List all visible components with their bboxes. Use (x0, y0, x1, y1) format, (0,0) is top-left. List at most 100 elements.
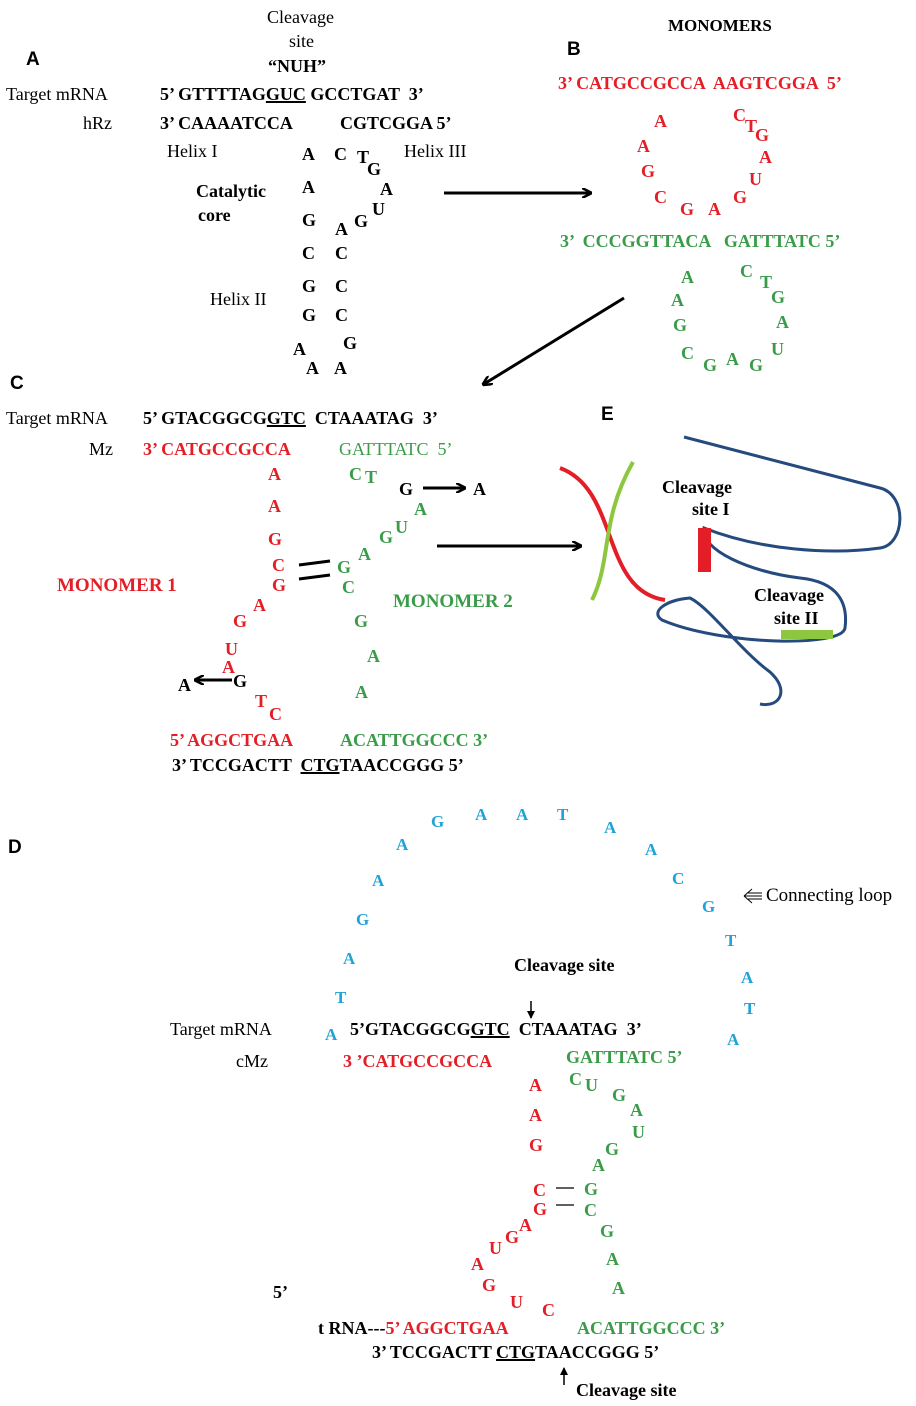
helix-2-label: Helix II (210, 289, 267, 309)
target-mrna-label: Target mRNA (6, 84, 108, 104)
nucleotide: A (612, 1278, 625, 1298)
nucleotide: A (475, 805, 488, 824)
nucleotide: T (725, 931, 737, 950)
nucleotide: G (755, 125, 770, 145)
nucleotide: C (335, 305, 348, 325)
panel-label-a: A (26, 49, 40, 70)
target-mrna-sequence: 5’GTACGGCGGTC CTAAATAG 3’ (350, 1019, 642, 1039)
cmz-red-sequence: 3 ’CATGCCGCCA (343, 1051, 493, 1071)
cleavage-site-label: Cleavage (267, 7, 334, 27)
mz-label: Mz (89, 439, 113, 459)
nucleotide: U (372, 199, 385, 219)
nucleotide: C (533, 1180, 546, 1200)
nucleotide: G (529, 1135, 544, 1155)
panel-label-e: E (601, 404, 614, 425)
nucleotide: C (681, 343, 694, 363)
monomer-2-label: MONOMER 2 (393, 591, 513, 612)
bottom-green-sequence: ACATTGGCCC 3’ (577, 1318, 726, 1338)
nucleotide: G (584, 1179, 599, 1199)
nucleotide: U (632, 1122, 645, 1142)
nucleotide: A (380, 179, 393, 199)
nucleotide: A (306, 358, 319, 378)
nucleotide: C (654, 187, 667, 207)
nucleotide: G (356, 910, 370, 929)
monomer-2-sequence: 3’ CCCGGTTACA GATTTATC 5’ (560, 231, 841, 251)
bottom-red-sequence: 5’ AGGCTGAA (385, 1318, 509, 1338)
monomers-title: MONOMERS (668, 16, 772, 35)
hrz-label: hRz (83, 113, 112, 133)
nucleotide: A (776, 312, 789, 332)
nucleotide: G (337, 557, 352, 577)
connecting-loop-label: Connecting loop (766, 885, 893, 906)
cleavage-site-2-label: Cleavage (754, 585, 824, 605)
nucleotide: C (335, 276, 348, 296)
nucleotide: U (395, 517, 408, 537)
nucleotide: A (396, 835, 409, 854)
nucleotide: G (431, 812, 445, 831)
nucleotide: A (592, 1155, 605, 1175)
nucleotide: C (302, 243, 315, 263)
nucleotide: G (673, 315, 688, 335)
nucleotide: G (733, 187, 748, 207)
nucleotide: G (505, 1227, 520, 1247)
nucleotide: G (272, 575, 287, 595)
nucleotide: A (529, 1075, 542, 1095)
nucleotide: A (355, 682, 368, 702)
target-mrna-label: Target mRNA (6, 408, 108, 428)
nucleotide: C (334, 144, 347, 164)
nucleotide: G (600, 1221, 615, 1241)
trna-label: t RNA--- (318, 1318, 386, 1338)
mz-green-sequence: GATTTATC 5’ (339, 439, 453, 459)
nucleotide: A (414, 499, 427, 519)
nucleotide: A (268, 464, 281, 484)
nucleotide: A (681, 267, 694, 287)
nucleotide: G (680, 199, 695, 219)
mz-red-sequence: 3’ CATGCCGCCA (143, 439, 291, 459)
nucleotide: A (222, 657, 235, 677)
target-mrna-label: Target mRNA (170, 1019, 272, 1039)
nucleotide: A (302, 144, 315, 164)
nucleotide: C (335, 243, 348, 263)
nucleotide: G (268, 529, 283, 549)
nucleotide: A (516, 805, 529, 824)
nucleotide: C (342, 577, 355, 597)
nucleotide: T (557, 805, 569, 824)
nucleotide: C (740, 261, 753, 281)
nucleotide: U (510, 1292, 523, 1312)
nucleotide: U (225, 639, 238, 659)
nucleotide: A (343, 949, 356, 968)
target-mrna-sequence: 5’ GTTTTAGGUC GCCTGAT 3’ (160, 84, 424, 104)
nucleotide: A (606, 1249, 619, 1269)
nucleotide: G (302, 210, 317, 230)
nucleotide: G (482, 1275, 497, 1295)
helix-3-label: Helix III (404, 141, 467, 161)
nucleotide: A (325, 1025, 338, 1044)
helix-1-label: Helix I (167, 141, 218, 161)
nucleotide: A (302, 177, 315, 197)
nucleotide: G (343, 333, 358, 353)
monomer-1-label: MONOMER 1 (57, 575, 177, 596)
nucleotide: A (630, 1100, 643, 1120)
nucleotide: A (268, 496, 281, 516)
nucleotide: A (604, 818, 617, 837)
nucleotide: T (335, 988, 347, 1007)
nucleotide: C (672, 869, 685, 888)
nucleotide: G (379, 527, 394, 547)
panel-label-b: B (567, 39, 581, 60)
nucleotide: G (367, 159, 382, 179)
nucleotide: A (334, 358, 347, 378)
bottom-red-sequence: 5’ AGGCTGAA (170, 730, 294, 750)
catalytic-core-label: Catalytic (196, 181, 266, 201)
nucleotide: A (367, 646, 380, 666)
nucleotide: U (585, 1075, 598, 1095)
nucleotide: A (654, 111, 667, 131)
green-strand (590, 461, 635, 601)
panel-label-d: D (8, 837, 22, 858)
hrz-sequence-left: 3’ CAAAATCCA (160, 113, 293, 133)
nucleotide: U (749, 169, 762, 189)
basepair-line (298, 573, 331, 581)
red-strand (559, 466, 666, 602)
a-nucleotide: A (473, 479, 486, 499)
nucleotide: G (354, 611, 369, 631)
cleavage-site-label: site (289, 31, 314, 51)
